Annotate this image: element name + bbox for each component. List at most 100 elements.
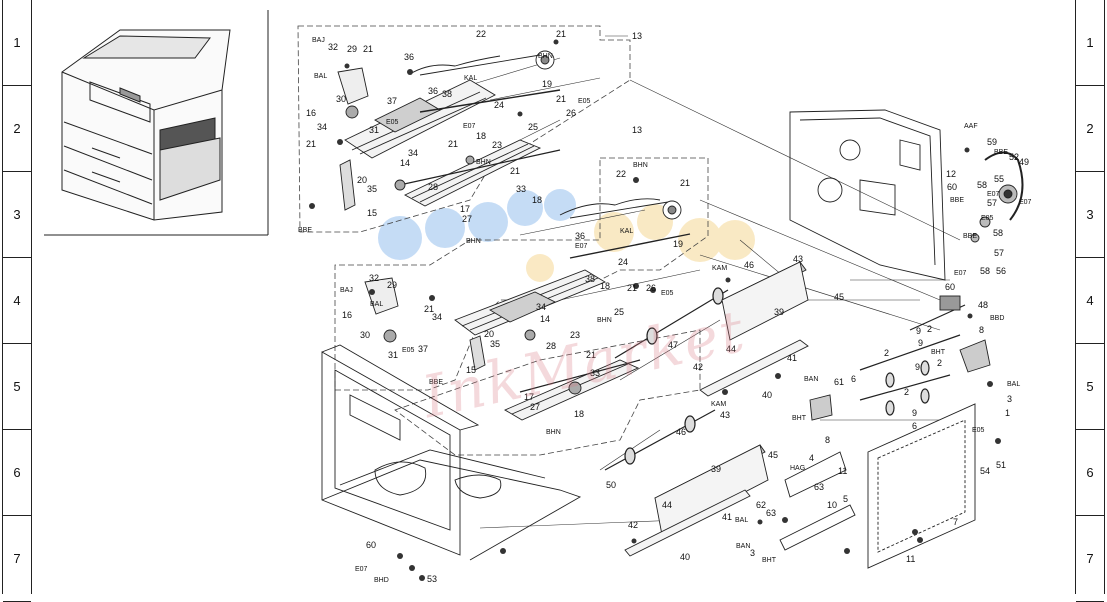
part-callout: 44 [726, 344, 736, 354]
part-callout: 8 [979, 325, 984, 335]
part-callout: 16 [306, 108, 316, 118]
part-callout: 21 [556, 29, 566, 39]
part-callout: BHN [597, 317, 612, 324]
watermark-dot [678, 218, 722, 262]
part-callout: BHN [633, 162, 648, 169]
part-callout: 22 [616, 169, 626, 179]
grid-row-label: 1 [1076, 0, 1104, 86]
part-callout: E07 [463, 123, 476, 130]
part-callout: 27 [530, 402, 540, 412]
part-callout: 63 [766, 508, 776, 518]
part-callout: BHT [762, 557, 777, 564]
part-callout: 12 [946, 169, 956, 179]
part-callout: 63 [814, 482, 824, 492]
part-callout: 43 [793, 254, 803, 264]
part-callout: 46 [744, 260, 754, 270]
part-callout: 21 [680, 178, 690, 188]
part-callout: BAL [735, 517, 748, 524]
middle-feeder-assembly [364, 198, 691, 421]
part-callout: BBE [963, 233, 977, 240]
part-callout: 28 [546, 341, 556, 351]
part-callout: AAF [964, 123, 978, 130]
right-side-frame [789, 109, 946, 281]
part-callout: 36 [575, 231, 585, 241]
part-callout: 55 [994, 174, 1004, 184]
part-callout: 17 [524, 392, 534, 402]
part-callout: 57 [987, 198, 997, 208]
part-callout: 5 [843, 494, 848, 504]
part-callout: 27 [462, 214, 472, 224]
part-callout: KAL [620, 228, 633, 235]
part-callout: 9 [912, 408, 917, 418]
part-callout: 32 [328, 42, 338, 52]
part-callout: 53 [427, 574, 437, 584]
part-callout: 48 [978, 300, 988, 310]
part-callout: 3 [750, 548, 755, 558]
part-callout: 57 [994, 248, 1004, 258]
part-callout: 6 [851, 374, 856, 384]
part-callout: BHT [792, 415, 807, 422]
watermark-dot [594, 212, 634, 252]
part-callout: 59 [987, 137, 997, 147]
side-cover [779, 339, 991, 569]
part-callout: E07 [1019, 199, 1032, 206]
part-callout: 41 [787, 353, 797, 363]
part-callout: 35 [367, 184, 377, 194]
part-callout: 31 [369, 125, 379, 135]
part-callout: 40 [762, 390, 772, 400]
part-callout: 4 [809, 453, 814, 463]
part-callout: 42 [693, 362, 703, 372]
part-callout: BBE [429, 379, 443, 386]
part-callout: BAL [370, 301, 383, 308]
part-callout: 29 [387, 280, 397, 290]
part-callout: 30 [336, 94, 346, 104]
part-callout: BHN [538, 53, 553, 60]
part-callout: 58 [980, 266, 990, 276]
part-callout: 21 [586, 350, 596, 360]
part-callout: 25 [528, 122, 538, 132]
grid-ruler-left: 1 2 3 4 5 6 7 [2, 0, 32, 602]
part-callout: 43 [720, 410, 730, 420]
part-callout: 7 [953, 517, 958, 527]
part-callout: 19 [673, 239, 683, 249]
part-callout: 21 [363, 44, 373, 54]
part-callout: 51 [996, 460, 1006, 470]
part-callout: 21 [424, 304, 434, 314]
part-callout: 9 [916, 326, 921, 336]
part-callout: 21 [627, 283, 637, 293]
part-callout: BAN [736, 543, 750, 550]
part-callout: 20 [484, 329, 494, 339]
part-callout: 18 [600, 281, 610, 291]
part-callout: BBE [950, 197, 964, 204]
part-callout: 45 [834, 292, 844, 302]
part-callout: 13 [632, 125, 642, 135]
part-callout: 15 [466, 365, 476, 375]
part-callout: 37 [387, 96, 397, 106]
part-callout: E05 [402, 347, 415, 354]
watermark-dot [715, 220, 755, 260]
part-callouts: 13 22 21 36 29 21 32 BAJ BAL BHN KAL 19 … [298, 29, 1032, 584]
part-callout: BHN [476, 159, 491, 166]
part-callout: BAL [314, 73, 327, 80]
part-callout: HAG [790, 465, 805, 472]
fasteners [309, 39, 1001, 581]
part-callout: 41 [722, 512, 732, 522]
part-callout: KAM [712, 265, 727, 272]
grid-row-label: 3 [3, 172, 31, 258]
part-callout: E07 [987, 191, 1000, 198]
part-callout: 21 [556, 94, 566, 104]
grid-row-label: 2 [1076, 86, 1104, 172]
part-callout: 2 [904, 387, 909, 397]
part-callout: 56 [996, 266, 1006, 276]
part-callout: 38 [585, 274, 595, 284]
part-callout: 33 [590, 368, 600, 378]
part-callout: KAL [464, 75, 477, 82]
part-callout: 11 [838, 466, 847, 476]
part-callout: BAN [804, 376, 818, 383]
part-callout: 52 [1009, 152, 1019, 162]
part-callout: 60 [947, 182, 957, 192]
part-callout: 34 [432, 312, 442, 322]
part-callout: 47 [668, 340, 678, 350]
part-callout: BAL [1007, 381, 1020, 388]
part-callout: 14 [400, 158, 410, 168]
